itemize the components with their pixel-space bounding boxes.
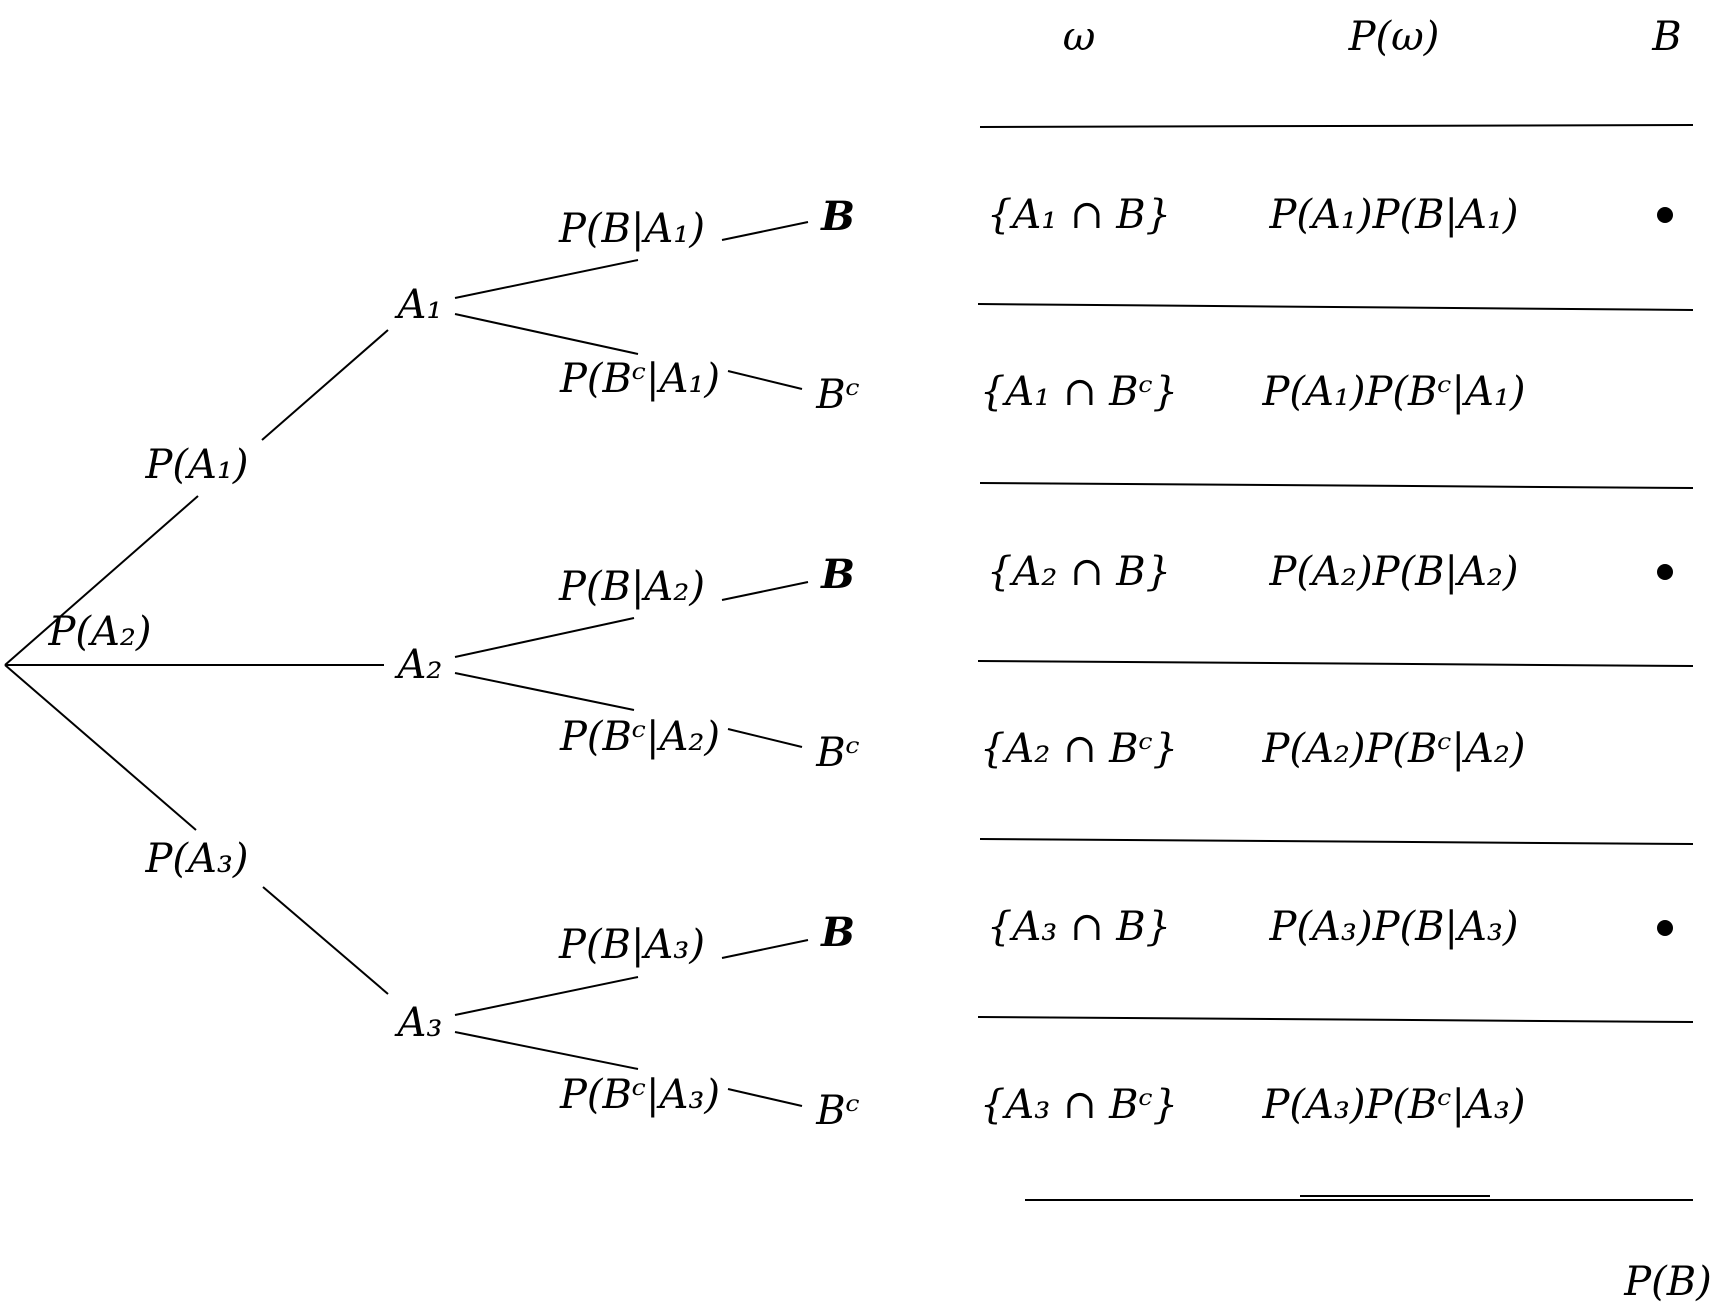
edge-a2-bc-tail bbox=[727, 728, 803, 748]
row-rule bbox=[977, 660, 1694, 667]
header-event: B bbox=[1651, 14, 1681, 60]
omega-cell: {A₁ ∩ Bᶜ} bbox=[980, 369, 1178, 415]
tree-level-1-edges bbox=[4, 329, 389, 995]
node-a3-label: A₃ bbox=[394, 1000, 443, 1046]
outcome-b-label: B bbox=[820, 551, 855, 598]
outcome-bc-label: Bᶜ bbox=[815, 730, 860, 776]
prob-bc-given-a3-label: P(Bᶜ|A₃) bbox=[559, 1072, 720, 1118]
edge-a1-bc-tail bbox=[727, 370, 803, 390]
omega-cell: {A₂ ∩ B} bbox=[987, 549, 1171, 595]
tree-level-2-edges bbox=[454, 221, 809, 1107]
prob-cell: P(A₂)P(B|A₂) bbox=[1269, 549, 1519, 595]
tree-level-2-labels: P(B|A₁) P(Bᶜ|A₁) B Bᶜ P(B|A₂) P(Bᶜ|A₂) B… bbox=[558, 193, 860, 1134]
omega-cell: {A₃ ∩ B} bbox=[987, 904, 1171, 950]
edge-a3-bc bbox=[454, 1031, 639, 1070]
edge-a3-b bbox=[454, 976, 639, 1016]
in-event-bullet-icon bbox=[1657, 207, 1673, 223]
edge-a2-bc bbox=[454, 672, 635, 711]
prob-bc-given-a1-label: P(Bᶜ|A₁) bbox=[559, 356, 720, 402]
edge-a1-bc bbox=[454, 313, 639, 355]
table-row: {A₃ ∩ Bᶜ} P(A₃)P(Bᶜ|A₃) bbox=[980, 1082, 1526, 1128]
row-rule bbox=[979, 482, 1694, 489]
total-prob-label: P(B) bbox=[1623, 1259, 1712, 1305]
edge-a3-bc-tail bbox=[727, 1088, 803, 1107]
row-rule bbox=[977, 303, 1694, 311]
row-rule bbox=[979, 838, 1694, 845]
omega-cell: {A₂ ∩ Bᶜ} bbox=[980, 726, 1178, 772]
edge-a1-b-tail bbox=[721, 221, 809, 241]
prob-b-given-a2-label: P(B|A₂) bbox=[558, 564, 705, 610]
node-a2-label: A₂ bbox=[394, 642, 443, 688]
edge-root-a3-lower bbox=[4, 664, 197, 831]
edge-a2-b-tail bbox=[721, 581, 809, 601]
omega-cell: {A₁ ∩ B} bbox=[987, 192, 1171, 238]
in-event-bullet-icon bbox=[1657, 920, 1673, 936]
prob-cell: P(A₁)P(Bᶜ|A₁) bbox=[1261, 369, 1525, 415]
node-a1-label: A₁ bbox=[394, 282, 443, 328]
event-membership-markers bbox=[1657, 207, 1673, 936]
table-row: {A₃ ∩ B} P(A₃)P(B|A₃) bbox=[987, 904, 1519, 950]
header-rule bbox=[979, 124, 1694, 128]
table-header: ω P(ω) B bbox=[1063, 14, 1682, 60]
edge-root-a1-lower bbox=[4, 495, 199, 666]
prob-bc-given-a2-label: P(Bᶜ|A₂) bbox=[559, 714, 720, 760]
header-prob: P(ω) bbox=[1348, 14, 1440, 60]
table-row: {A₂ ∩ B} P(A₂)P(B|A₂) bbox=[987, 549, 1519, 595]
prob-a3-label: P(A₃) bbox=[144, 836, 248, 882]
edge-a3-b-tail bbox=[721, 939, 809, 959]
prob-cell: P(A₃)P(B|A₃) bbox=[1269, 904, 1519, 950]
outcome-bc-label: Bᶜ bbox=[815, 1088, 860, 1134]
prob-b-given-a3-label: P(B|A₃) bbox=[558, 922, 705, 968]
omega-cell: {A₃ ∩ Bᶜ} bbox=[980, 1082, 1178, 1128]
table-rows: {A₁ ∩ B} P(A₁)P(B|A₁) {A₁ ∩ Bᶜ} P(A₁)P(B… bbox=[980, 192, 1526, 1128]
tree-level-1-labels: P(A₁) P(A₂) P(A₃) A₁ A₂ A₃ bbox=[47, 282, 442, 1046]
outcome-b-label: B bbox=[820, 193, 855, 240]
prob-cell: P(A₂)P(Bᶜ|A₂) bbox=[1261, 726, 1525, 772]
edge-root-a1-upper bbox=[261, 329, 389, 441]
table-row: {A₂ ∩ Bᶜ} P(A₂)P(Bᶜ|A₂) bbox=[980, 726, 1526, 772]
edge-a2-b bbox=[454, 617, 635, 658]
table-row: {A₁ ∩ B} P(A₁)P(B|A₁) bbox=[987, 192, 1519, 238]
edge-root-a3-upper bbox=[262, 886, 389, 995]
in-event-bullet-icon bbox=[1657, 564, 1673, 580]
edge-a1-b bbox=[454, 259, 639, 299]
prob-a2-label: P(A₂) bbox=[47, 609, 151, 655]
prob-a1-label: P(A₁) bbox=[144, 442, 248, 488]
table-row: {A₁ ∩ Bᶜ} P(A₁)P(Bᶜ|A₁) bbox=[980, 369, 1526, 415]
prob-b-given-a1-label: P(B|A₁) bbox=[558, 206, 705, 252]
header-omega: ω bbox=[1063, 14, 1096, 60]
prob-cell: P(A₃)P(Bᶜ|A₃) bbox=[1261, 1082, 1525, 1128]
outcome-bc-label: Bᶜ bbox=[815, 372, 860, 418]
outcome-b-label: B bbox=[820, 909, 855, 956]
table-rules bbox=[977, 124, 1694, 1201]
prob-cell: P(A₁)P(B|A₁) bbox=[1269, 192, 1519, 238]
row-rule bbox=[977, 1016, 1694, 1023]
